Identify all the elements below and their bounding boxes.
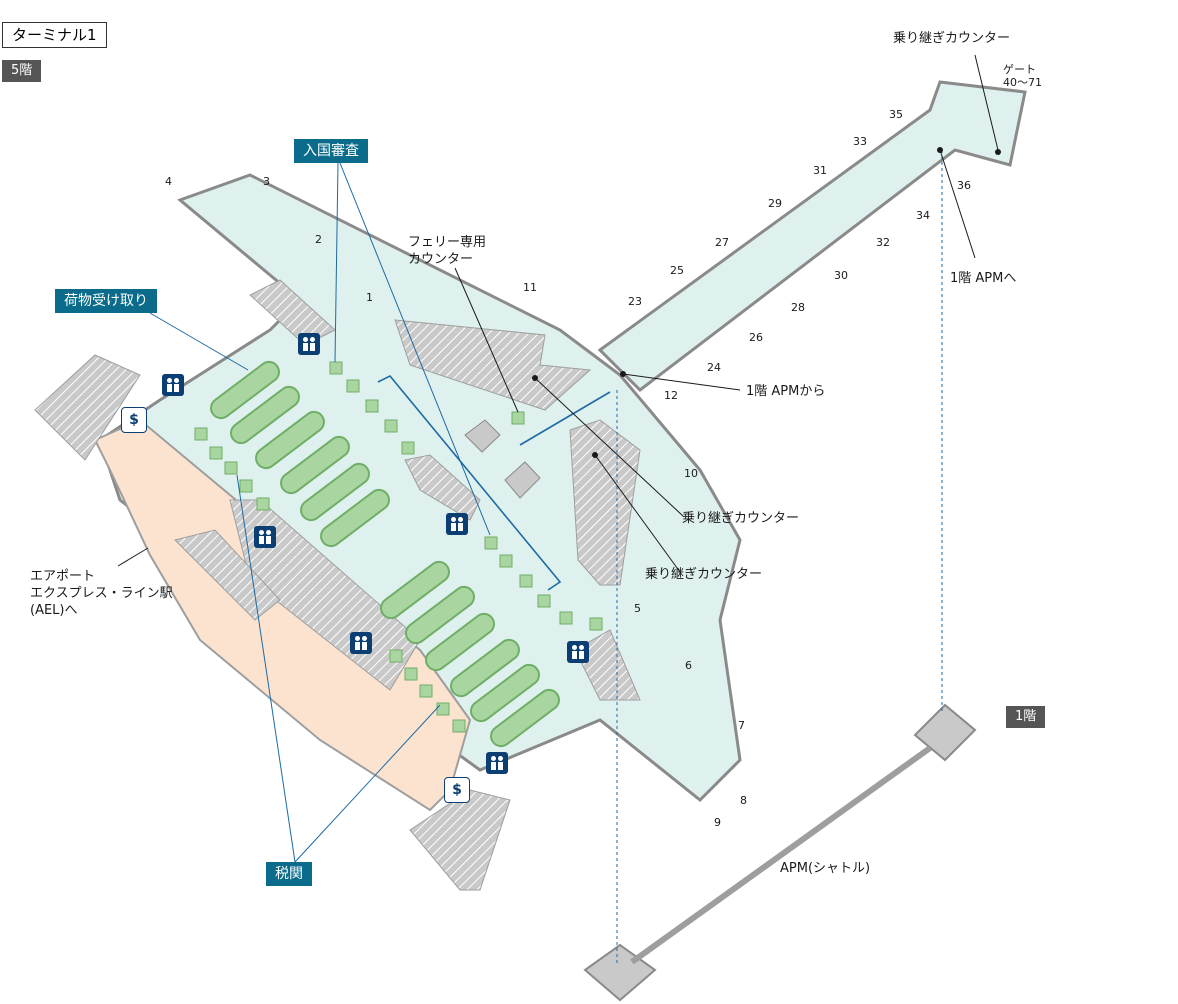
floor-1-label: 1階 [1006, 706, 1046, 728]
immigration-tag: 入国審査 [294, 139, 368, 163]
gate-12: 12 [664, 389, 678, 402]
to-apm-label: 1階 APMへ [950, 271, 1017, 286]
restroom-icon [254, 526, 276, 548]
gate-8: 8 [740, 794, 747, 807]
gate-24: 24 [707, 361, 721, 374]
leader-lines [149, 162, 491, 863]
apm-shuttle-label: APM(シャトル) [780, 861, 871, 876]
kiosk-box [464, 419, 501, 453]
gate-range-title: ゲート [1003, 63, 1036, 76]
transfer-counter-label-mid: 乗り継ぎカウンター [682, 511, 800, 526]
gate-27: 27 [715, 236, 729, 249]
ael-line-2: エクスプレス・ライン駅 [30, 586, 173, 601]
gate-29: 29 [768, 197, 782, 210]
counter-booths [194, 361, 603, 733]
apm-station-north [913, 703, 977, 762]
gate-26: 26 [749, 331, 763, 344]
hatched-block [574, 629, 641, 701]
marker-dot [620, 371, 626, 377]
marker-dot [937, 147, 943, 153]
transfer-counter-label-low: 乗り継ぎカウンター [645, 567, 763, 582]
gate-5: 5 [634, 602, 641, 615]
gate-6: 6 [685, 659, 692, 672]
ael-station-label: エアポート エクスプレス・ライン駅 (AEL)へ [30, 568, 173, 619]
marker-dot [532, 375, 538, 381]
ferry-counter-label: フェリー専用 カウンター [408, 234, 486, 268]
hatched-block [34, 354, 141, 461]
transfer-counter-label-top: 乗り継ぎカウンター [893, 31, 1011, 46]
gate-4: 4 [165, 175, 172, 188]
pier-north-east [597, 80, 1027, 392]
transfer-route-line [377, 374, 562, 591]
baggage-claim-tag: 荷物受け取り [55, 289, 157, 313]
ael-line-3: (AEL)へ [30, 603, 78, 618]
gate-3: 3 [263, 175, 270, 188]
hatched-block [569, 419, 641, 586]
baggage-carousels [210, 360, 560, 748]
terminal-label: ターミナル1 [2, 22, 107, 48]
marker-dot [995, 149, 1001, 155]
restroom-icon [486, 752, 508, 774]
ferry-counter-line-2: カウンター [408, 252, 474, 267]
restroom-icon [446, 513, 468, 535]
hatched-block [404, 454, 481, 521]
currency-exchange-icon: $ [121, 407, 147, 433]
floor-5-label: 5階 [2, 60, 42, 82]
gate-range-label: ゲート 40〜71 [1003, 63, 1042, 89]
hatched-block [394, 319, 592, 411]
gate-23: 23 [628, 295, 642, 308]
hatched-block [174, 529, 281, 621]
gate-32: 32 [876, 236, 890, 249]
gate-7: 7 [738, 719, 745, 732]
kiosk-box [504, 461, 541, 499]
restroom-icon [567, 641, 589, 663]
gate-9: 9 [714, 816, 721, 829]
gate-28: 28 [791, 301, 805, 314]
gate-11: 11 [523, 281, 537, 294]
gate-30: 30 [834, 269, 848, 282]
ferry-counter-line-1: フェリー専用 [408, 235, 487, 250]
currency-exchange-icon: $ [444, 777, 470, 803]
ael-line-1: エアポート [30, 569, 96, 584]
gate-2: 2 [315, 233, 322, 246]
restroom-icon [350, 632, 372, 654]
apm-track [630, 745, 932, 965]
restroom-icon [162, 374, 184, 396]
gate-1: 1 [366, 291, 373, 304]
gate-33: 33 [853, 135, 867, 148]
restroom-icon [298, 333, 320, 355]
gate-34: 34 [916, 209, 930, 222]
route-arrow-to-apm [519, 391, 611, 446]
gate-range-numbers: 40〜71 [1003, 76, 1042, 89]
marker-dot [592, 452, 598, 458]
customs-tag: 税関 [266, 862, 312, 886]
from-apm-label: 1階 APMから [746, 384, 826, 399]
gate-10: 10 [684, 467, 698, 480]
gate-35: 35 [889, 108, 903, 121]
gate-31: 31 [813, 164, 827, 177]
gate-25: 25 [670, 264, 684, 277]
gate-36: 36 [957, 179, 971, 192]
black-leaders [117, 54, 999, 573]
